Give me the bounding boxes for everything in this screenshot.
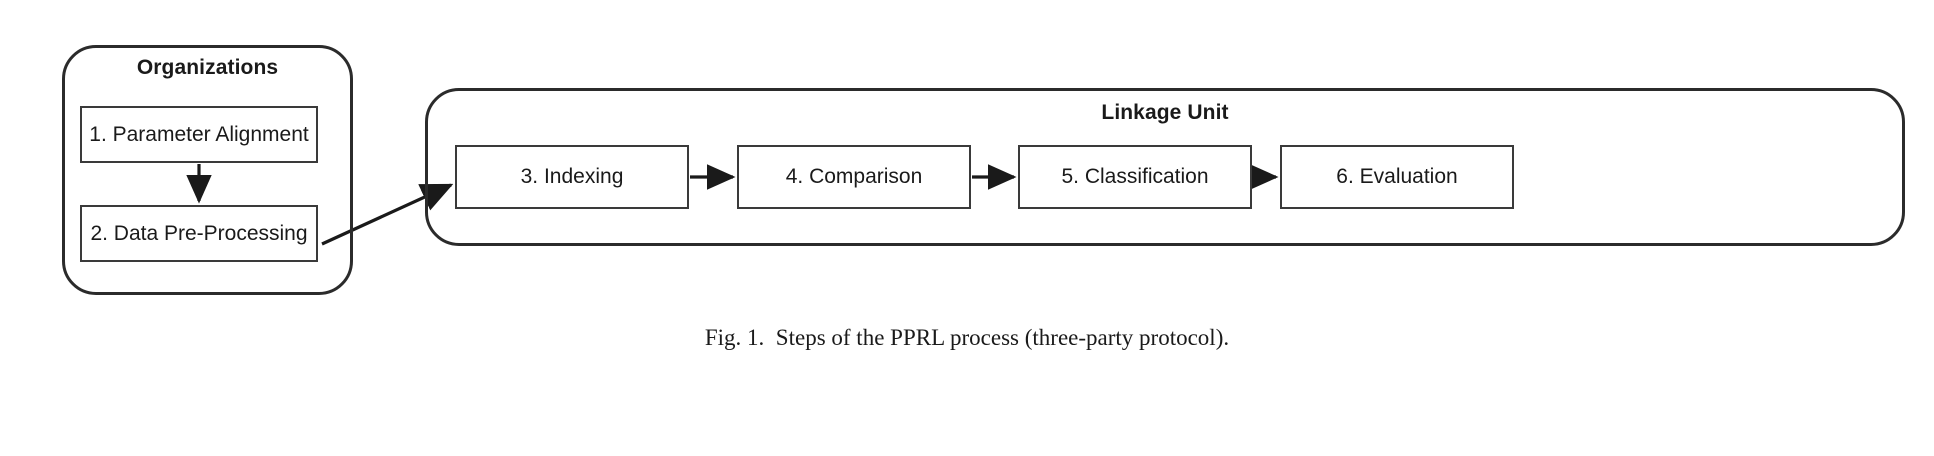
- organizations-group-title: Organizations: [136, 56, 279, 79]
- figure-caption: Fig. 1. Steps of the PPRL process (three…: [704, 325, 1230, 350]
- linkage-unit-group-container: [425, 88, 1905, 246]
- step-box-classification[interactable]: 5. Classification: [1018, 145, 1252, 209]
- arrow-step2-to-step3: [321, 183, 454, 246]
- step-box-parameter-alignment[interactable]: 1. Parameter Alignment: [80, 106, 318, 163]
- step-box-indexing[interactable]: 3. Indexing: [455, 145, 689, 209]
- step-box-evaluation[interactable]: 6. Evaluation: [1280, 145, 1514, 209]
- step-box-data-pre-processing[interactable]: 2. Data Pre-Processing: [80, 205, 318, 262]
- linkage-unit-group-title: Linkage Unit: [1101, 101, 1229, 124]
- step-box-comparison[interactable]: 4. Comparison: [737, 145, 971, 209]
- organizations-group-container: [62, 45, 353, 295]
